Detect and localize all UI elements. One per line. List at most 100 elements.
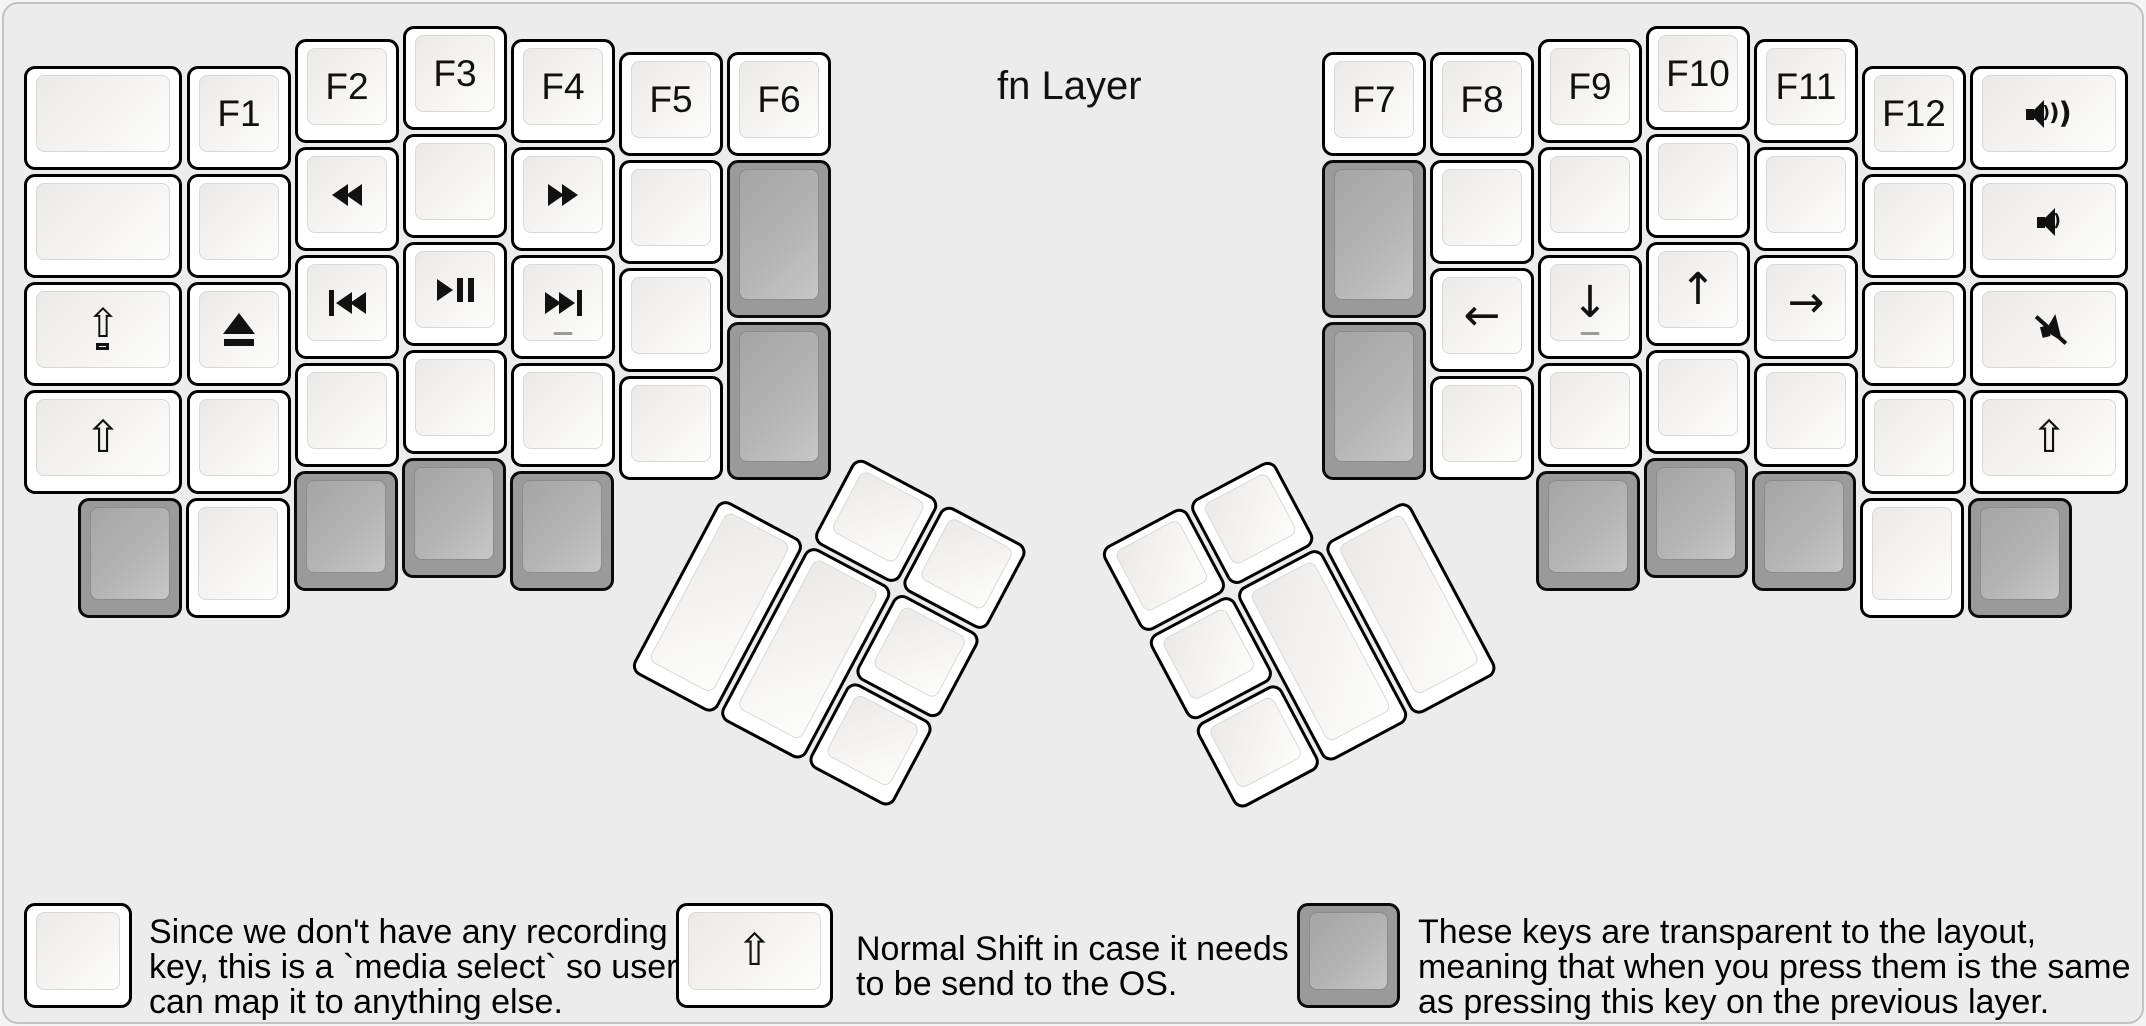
key-transparent <box>727 160 831 318</box>
keycap <box>1334 331 1414 462</box>
key-arrow-right: → <box>1754 255 1858 359</box>
keycap <box>918 516 1015 612</box>
keycap <box>415 251 495 328</box>
shift-icon: ⇧ <box>84 411 122 463</box>
keycap: F1 <box>199 75 279 152</box>
keycap <box>1874 183 1954 260</box>
keycap <box>1202 471 1299 567</box>
keycap: ↓ <box>1550 264 1630 341</box>
legend-record-key <box>24 903 132 1008</box>
keycap <box>1764 480 1844 573</box>
keycap <box>414 467 494 560</box>
keycap <box>307 264 387 341</box>
keycap <box>631 169 711 246</box>
key-label: F1 <box>217 92 261 134</box>
key-mute <box>1970 282 2128 386</box>
key-label: F12 <box>1882 92 1946 134</box>
eject-icon <box>223 313 255 346</box>
shift-icon: ⇧ <box>736 925 773 976</box>
arrow-left-icon: ← <box>1463 289 1501 341</box>
key-blank <box>511 363 615 467</box>
key-blank <box>619 268 723 372</box>
key-blank <box>1430 160 1534 264</box>
keycap <box>739 331 819 462</box>
keycap: F6 <box>739 61 819 138</box>
key-blank <box>1862 390 1966 494</box>
key-transparent <box>727 322 831 480</box>
keycap <box>830 469 927 565</box>
key-caps-lock: ⇧ <box>24 282 182 386</box>
key-label: F4 <box>541 65 585 107</box>
key-blank <box>1860 498 1964 618</box>
key-f4: F4 <box>511 39 615 143</box>
key-record <box>403 134 507 238</box>
keycap <box>198 507 278 600</box>
key-transparent <box>402 458 506 578</box>
key-shift-right: ⇧ <box>1970 390 2128 494</box>
key-blank <box>187 390 291 494</box>
key-transparent <box>1968 498 2072 618</box>
keycap <box>871 604 968 700</box>
keycap <box>306 480 386 573</box>
key-blank <box>1646 134 1750 238</box>
keycap: F3 <box>415 35 495 112</box>
key-volume-up: ))) <box>1970 66 2128 170</box>
keycap <box>1980 507 2060 600</box>
key-transparent <box>1322 160 1426 318</box>
keycap: F2 <box>307 48 387 125</box>
keycap: F10 <box>1658 35 1738 112</box>
volume-down-icon: ) <box>2037 207 2061 237</box>
key-blank <box>24 174 182 278</box>
keycap <box>1766 372 1846 449</box>
keycap: F8 <box>1442 61 1522 138</box>
keycap <box>1442 385 1522 462</box>
keycap <box>523 372 603 449</box>
key-next-track <box>511 255 615 359</box>
key-blank <box>1754 363 1858 467</box>
key-transparent <box>78 498 182 618</box>
key-f12: F12 <box>1862 66 1966 170</box>
key-f9: F9 <box>1538 39 1642 143</box>
keycap: ) <box>1982 183 2116 260</box>
key-blank <box>295 363 399 467</box>
keycap <box>1872 507 1952 600</box>
key-label: F2 <box>325 65 369 107</box>
key-transparent <box>1644 458 1748 578</box>
arrow-up-icon: ↑ <box>1679 263 1717 315</box>
keycap <box>307 156 387 233</box>
keycap <box>1982 291 2116 368</box>
keycap <box>1550 156 1630 233</box>
key-label: F10 <box>1666 52 1730 94</box>
keycap <box>523 264 603 341</box>
key-blank <box>1862 282 1966 386</box>
keycap <box>523 156 603 233</box>
keycap <box>631 277 711 354</box>
keycap: F4 <box>523 48 603 125</box>
key-rewind <box>295 147 399 251</box>
key-f1: F1 <box>187 66 291 170</box>
keycap <box>36 75 170 152</box>
keycap <box>1442 169 1522 246</box>
arrow-down-icon: ↓ <box>1571 276 1609 328</box>
keycap: ⇧ <box>36 291 170 368</box>
key-volume-down: ) <box>1970 174 2128 278</box>
key-eject <box>187 282 291 386</box>
homing-bar <box>553 332 573 335</box>
key-f7: F7 <box>1322 52 1426 156</box>
keycap: ⇧ <box>688 912 821 990</box>
rewind-icon <box>332 183 362 206</box>
key-blank <box>186 498 290 618</box>
key-blank <box>403 350 507 454</box>
fast-forward-icon <box>548 183 578 206</box>
keycap: F7 <box>1334 61 1414 138</box>
keycap <box>1550 372 1630 449</box>
arrow-right-icon: → <box>1787 276 1825 328</box>
page-title: fn Layer <box>997 64 1142 108</box>
legend-item-transparent-text: These keys are transparent to the layout… <box>1418 913 2131 1021</box>
key-f11: F11 <box>1754 39 1858 143</box>
key-blank <box>24 66 182 170</box>
key-play-pause <box>403 242 507 346</box>
key-shift-left: ⇧ <box>24 390 182 494</box>
key-transparent <box>294 471 398 591</box>
